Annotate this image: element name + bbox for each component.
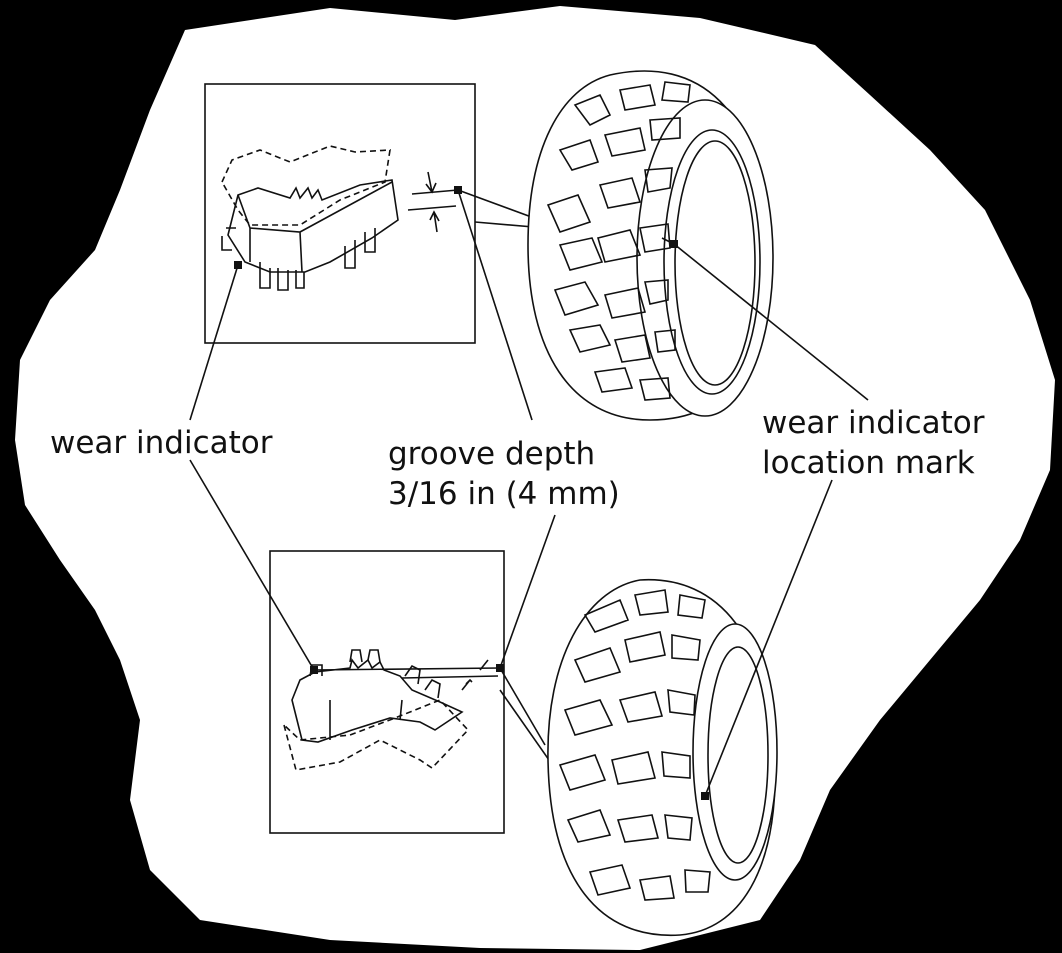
location-mark-text-1: wear indicator xyxy=(762,403,984,443)
location-mark-text-2: location mark xyxy=(762,443,984,483)
groove-depth-value: 3/16 in (4 mm) xyxy=(388,474,620,514)
location-mark-label: wear indicator location mark xyxy=(762,403,984,483)
tire-top-illustration xyxy=(528,71,773,420)
inset-box-worn-tread xyxy=(270,551,504,833)
tire-bottom-illustration xyxy=(548,580,777,936)
wear-indicator-text: wear indicator xyxy=(50,425,272,461)
wear-indicator-label: wear indicator xyxy=(50,423,272,463)
groove-depth-text: groove depth xyxy=(388,434,620,474)
groove-depth-label: groove depth 3/16 in (4 mm) xyxy=(388,434,620,514)
